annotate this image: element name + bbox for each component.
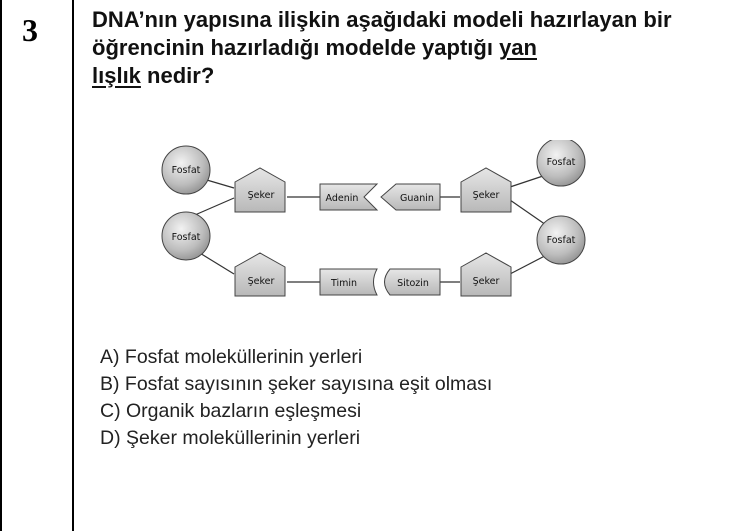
table-column-divider bbox=[72, 0, 74, 531]
phosphate-top-left: Fosfat bbox=[161, 145, 211, 195]
stem-text: DNA’nın yapısına ilişkin aşağıdaki model… bbox=[92, 7, 672, 60]
stem-underlined-1: yan­ bbox=[499, 35, 537, 60]
sitozin-label: Sitozin bbox=[397, 278, 429, 289]
base-guanin: Guanin bbox=[380, 183, 441, 211]
question-number: 3 bbox=[22, 12, 38, 48]
phosphate-label: Fosfat bbox=[172, 165, 201, 176]
timin-label: Timin bbox=[330, 278, 357, 289]
sugar-label: Şeker bbox=[248, 276, 275, 287]
stem-underlined-2: lışlık bbox=[92, 63, 141, 88]
sugar-top-right: Şeker bbox=[460, 167, 512, 213]
sugar-label: Şeker bbox=[473, 276, 500, 287]
guanin-label: Guanin bbox=[400, 193, 434, 204]
phosphate-label: Fosfat bbox=[172, 232, 201, 243]
phosphate-mid-left: Fosfat bbox=[161, 211, 211, 261]
sugar-bottom-left: Şeker bbox=[234, 252, 286, 297]
phosphate-label: Fosfat bbox=[547, 157, 576, 168]
sugar-label: Şeker bbox=[473, 190, 500, 201]
dna-model-diagram: Fosfat Fosfat Fosfat Fosfat Şeker Şeker … bbox=[150, 140, 600, 315]
sugar-label: Şeker bbox=[248, 190, 275, 201]
adenin-label: Adenin bbox=[326, 193, 359, 204]
option-b[interactable]: B) Fosfat sayısının şeker sayısına eşit … bbox=[100, 373, 493, 395]
sugar-bottom-right: Şeker bbox=[460, 252, 512, 297]
table-left-border bbox=[0, 0, 2, 531]
base-sitozin: Sitozin bbox=[384, 268, 441, 296]
stem-text-end: nedir? bbox=[140, 63, 215, 88]
option-c[interactable]: C) Organik bazların eşleşmesi bbox=[100, 400, 362, 422]
answer-options: A) Fosfat moleküllerinin yerleri B) Fosf… bbox=[100, 344, 492, 452]
sugar-top-left: Şeker bbox=[234, 167, 286, 213]
base-adenin: Adenin bbox=[319, 183, 379, 211]
option-d[interactable]: D) Şeker moleküllerinin yerleri bbox=[100, 427, 361, 449]
question-stem: DNA’nın yapısına ilişkin aşağıdaki model… bbox=[92, 6, 732, 90]
phosphate-top-right: Fosfat bbox=[536, 140, 586, 187]
phosphate-label: Fosfat bbox=[547, 235, 576, 246]
base-timin: Timin bbox=[319, 268, 378, 296]
option-a[interactable]: A) Fosfat moleküllerinin yerleri bbox=[100, 346, 363, 368]
phosphate-mid-right: Fosfat bbox=[536, 215, 586, 265]
